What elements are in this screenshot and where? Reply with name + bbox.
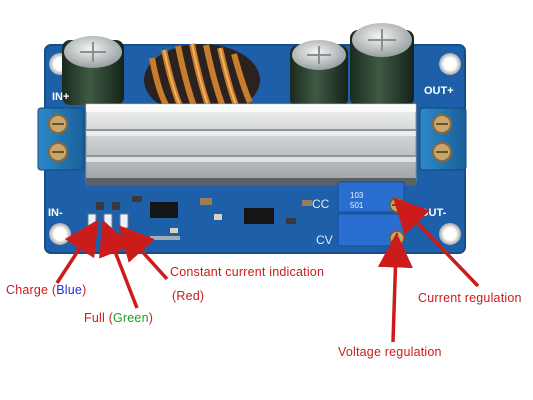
cv-label: CV	[316, 233, 333, 247]
full-led	[103, 213, 113, 229]
mounting-hole	[439, 223, 461, 245]
input-terminal	[37, 107, 85, 171]
capacitor	[290, 40, 348, 107]
current-potentiometer: 103 501	[337, 181, 405, 213]
constant-current-label: Constant current indication	[170, 265, 325, 279]
output-terminal	[419, 107, 467, 171]
out-plus-label: OUT+	[424, 85, 454, 97]
heatsink	[85, 103, 417, 186]
capacitor	[350, 23, 414, 106]
voltage-regulation-label: Voltage regulation	[338, 345, 442, 359]
pot-code: 103	[350, 191, 364, 200]
full-color: Green	[112, 311, 149, 325]
in-plus-label: IN+	[52, 91, 69, 103]
full-suffix: )	[148, 311, 154, 325]
charge-led	[87, 213, 97, 229]
charge-label: Charge (Blue)	[6, 283, 86, 297]
voltage-potentiometer	[337, 213, 405, 247]
smd-components	[132, 196, 312, 240]
charge-prefix: Charge (	[6, 283, 57, 297]
cc-led	[119, 213, 129, 229]
charge-arrow	[55, 219, 99, 284]
mounting-hole	[439, 53, 461, 75]
cc-label: CC	[312, 197, 330, 211]
out-minus-label: OUT-	[420, 207, 447, 219]
cc-indication-arrow	[118, 225, 169, 281]
charge-color: Blue	[56, 283, 83, 297]
pot-code-2: 501	[350, 201, 364, 210]
voltage-regulation-arrow	[377, 232, 413, 343]
annotation-arrows	[55, 197, 480, 343]
charge-suffix: )	[82, 283, 87, 297]
full-arrow	[99, 219, 139, 309]
capacitor	[62, 36, 124, 105]
full-prefix: Full (	[84, 311, 113, 325]
current-regulation-label: Current regulation	[418, 291, 522, 305]
mounting-hole	[49, 223, 71, 245]
in-minus-label: IN-	[48, 207, 63, 219]
full-label: Full (Green)	[84, 311, 153, 325]
constant-current-color-label: (Red)	[172, 289, 205, 303]
current-regulation-arrow	[392, 197, 480, 288]
